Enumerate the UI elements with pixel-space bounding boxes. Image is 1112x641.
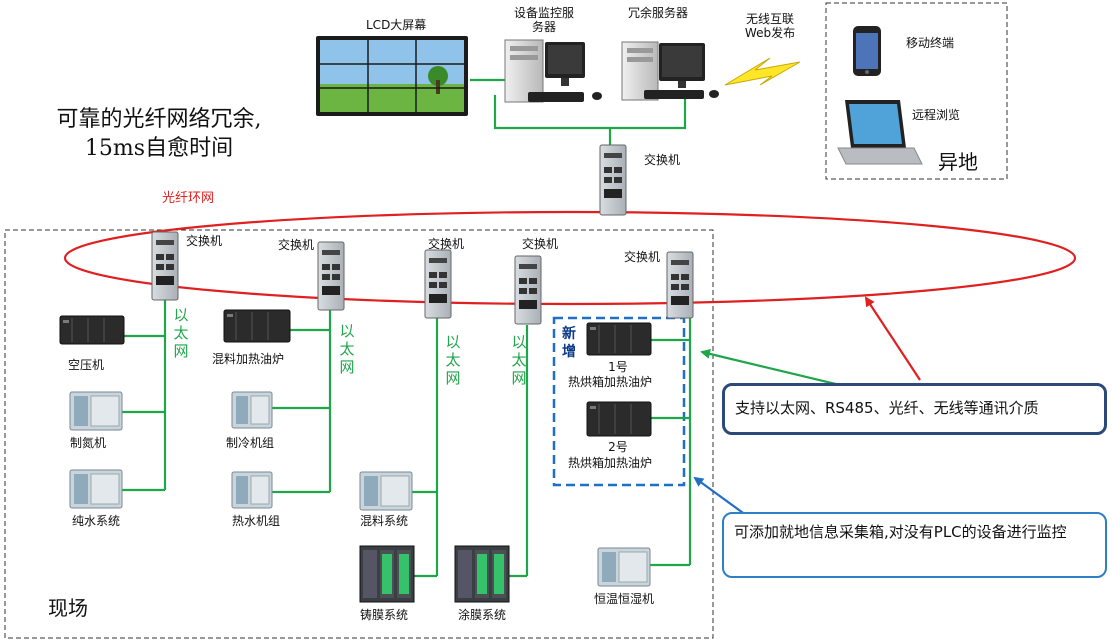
wireless-bolt-icon [724,57,801,86]
collector-callout: 可添加就地信息采集箱,对没有PLC的设备进行监控 [722,512,1107,578]
headline-line1: 可靠的光纤网络冗余, [56,107,262,132]
ethernet-label-4: 以太网 [511,333,527,387]
headline: 可靠的光纤网络冗余, 15ms自愈时间 [14,106,304,163]
switch-1-icon [151,231,179,301]
air-compressor-plc-icon [59,315,125,345]
wireless-label: 无线互联Web发布 [744,12,796,41]
nitrogen-plc-icon [69,391,123,431]
mobile-phone-icon [853,26,881,76]
redundant-server-label: 冗余服务器 [628,6,689,20]
remote-frame [825,2,1008,180]
switch-2-icon [317,241,345,311]
oven2-no-label: 2号 [608,440,628,454]
oven1-no-label: 1号 [608,360,628,374]
site-title: 现场 [48,596,88,620]
oven2-plc-icon [586,401,652,437]
new-devices-frame [552,316,686,487]
lcd-label: LCD大屏幕 [366,18,427,32]
mixing-system-plc-icon [359,471,413,511]
coating-film-label: 涂膜系统 [458,608,507,622]
switch-4-label: 交换机 [522,237,559,251]
mixer-heater-label: 混料加热油炉 [212,352,285,366]
mobile-label: 移动终端 [906,36,955,50]
switch-1-label: 交换机 [186,234,223,248]
laptop-icon [837,100,923,165]
switch-3-icon [424,249,452,319]
mixer-heater-plc-icon [223,309,291,343]
climate-plc-icon [597,547,651,587]
switch-5-icon [666,251,694,319]
switch-2-label: 交换机 [278,238,315,252]
core-switch-label: 交换机 [644,153,681,167]
climate-label: 恒温恒湿机 [594,592,655,606]
chiller-plc-icon [231,391,273,429]
oven1-name-label: 热烘箱加热油炉 [568,375,653,389]
hot-water-plc-icon [231,471,273,509]
site-ethernet-lines [120,300,692,578]
casting-film-label: 铸膜系统 [360,608,409,622]
arrow-to-new-box [693,476,751,519]
fiber-ring [63,210,1077,306]
lcd-wall-icon [316,36,468,116]
nitrogen-label: 制氮机 [70,436,107,450]
media-callout-text: 支持以太网、RS485、光纤、无线等通讯介质 [735,399,1039,417]
ethernet-label-2: 以太网 [339,322,355,376]
browse-label: 远程浏览 [912,108,961,122]
site-frame [4,229,714,639]
switch-4-icon [514,255,542,325]
pure-water-label: 纯水系统 [72,514,121,528]
arrow-to-ring [864,296,921,381]
arrow-to-ethernet [700,348,841,387]
hot-water-label: 热水机组 [232,514,281,528]
monitor-server-icon [504,39,602,103]
pure-water-plc-icon [69,469,123,509]
ethernet-label-3: 以太网 [445,333,461,387]
chiller-label: 制冷机组 [226,436,275,450]
headline-line2: 15ms自愈时间 [84,135,234,161]
oven2-name-label: 热烘箱加热油炉 [568,456,653,470]
oven1-plc-icon [586,322,652,356]
switch-3-label: 交换机 [428,237,465,251]
redundant-server-icon [621,41,719,101]
casting-film-plc-icon [359,545,415,603]
switch-5-label: 交换机 [624,250,661,264]
ring-label: 光纤环网 [162,191,215,206]
ethernet-label-1: 以太网 [173,306,189,360]
air-compressor-label: 空压机 [68,358,105,372]
core-switch-icon [599,144,627,216]
monitor-server-label: 设备监控服务器 [513,6,574,35]
media-callout: 支持以太网、RS485、光纤、无线等通讯介质 [722,383,1107,435]
mixing-system-label: 混料系统 [360,514,409,528]
new-label: 新增 [562,326,576,360]
coating-film-plc-icon [454,545,510,603]
collector-callout-text: 可添加就地信息采集箱,对没有PLC的设备进行监控 [734,523,1067,541]
remote-title: 异地 [938,150,978,174]
